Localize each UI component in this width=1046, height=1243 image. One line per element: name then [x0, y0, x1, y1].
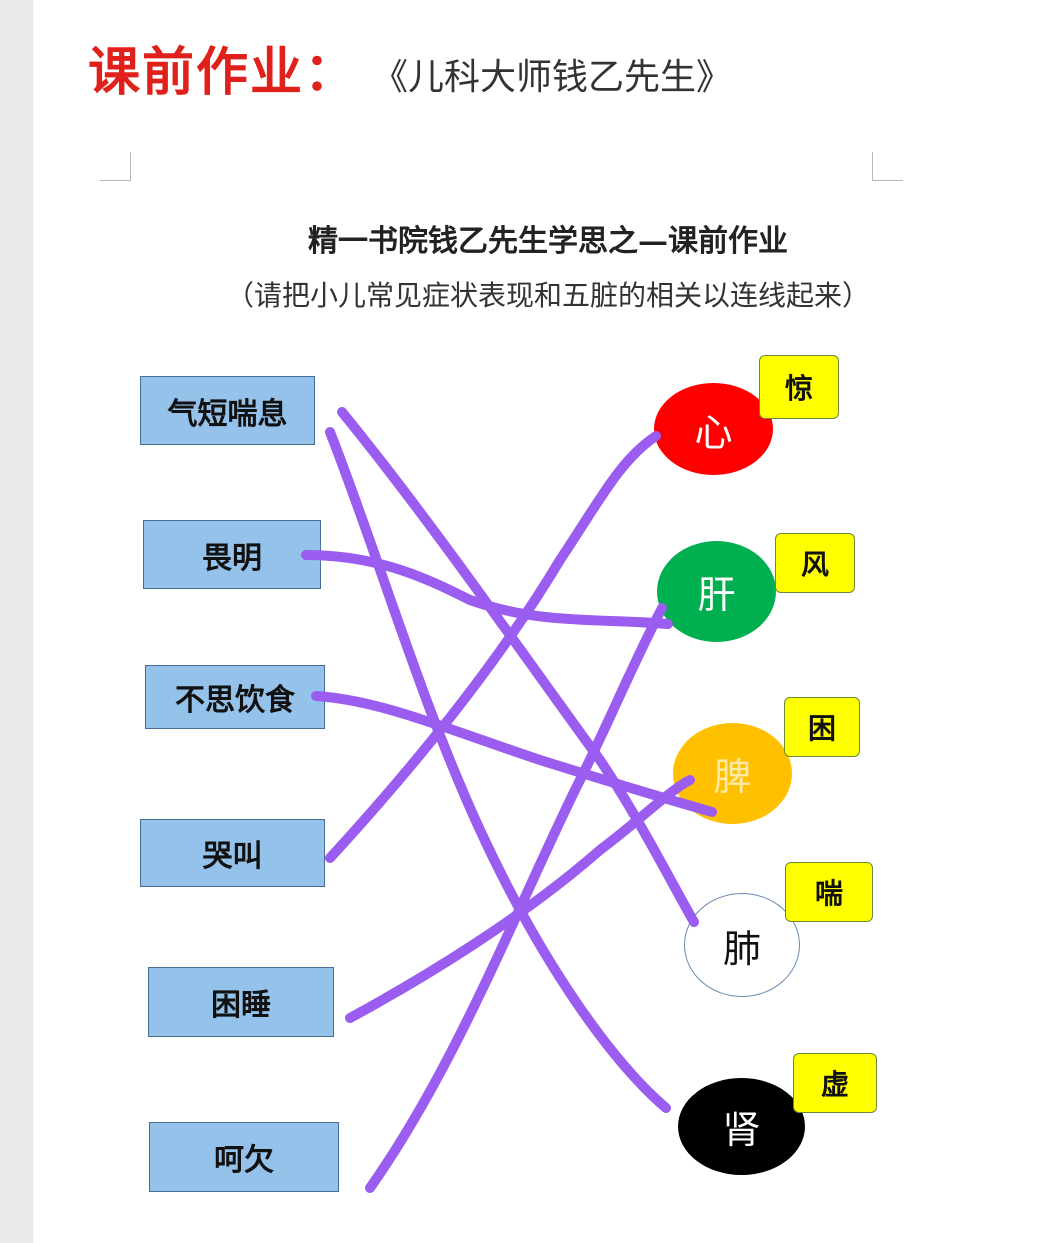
- document-page: [33, 0, 1046, 1243]
- tag-deficiency: 虚: [793, 1053, 877, 1113]
- crop-mark-left: [100, 152, 131, 181]
- tag-wind: 风: [775, 533, 855, 593]
- symptom-box-drowsiness[interactable]: 困睡: [148, 967, 334, 1037]
- organ-label: 肝: [697, 573, 736, 617]
- symptom-label: 畏明: [202, 540, 262, 576]
- organ-label: 心: [694, 410, 733, 455]
- homework-title: 课前作业：: [88, 43, 359, 103]
- symptom-box-photophobia[interactable]: 畏明: [143, 520, 321, 589]
- symptom-label: 不思饮食: [175, 683, 295, 718]
- symptom-box-yawning[interactable]: 呵欠: [149, 1122, 339, 1192]
- organ-circle-spleen[interactable]: 脾: [673, 723, 792, 824]
- tag-label: 喘: [814, 877, 843, 910]
- crop-mark-right: [872, 152, 903, 181]
- document-title: 精一书院钱乙先生学思之—课前作业: [308, 224, 788, 259]
- symptom-box-shortness-of-breath[interactable]: 气短喘息: [140, 376, 315, 445]
- organ-label: 脾: [713, 755, 752, 799]
- organ-label: 肾: [722, 1108, 761, 1152]
- symptom-label: 哭叫: [202, 839, 263, 874]
- tag-label: 虚: [820, 1068, 849, 1101]
- tag-label: 惊: [784, 372, 813, 405]
- book-title: 《儿科大师钱乙先生》: [372, 57, 733, 98]
- organ-circle-kidney[interactable]: 肾: [678, 1078, 805, 1175]
- symptom-label: 气短喘息: [167, 396, 288, 432]
- tag-panting: 喘: [785, 862, 873, 922]
- symptom-box-poor-appetite[interactable]: 不思饮食: [145, 665, 325, 729]
- symptom-box-crying[interactable]: 哭叫: [140, 819, 325, 887]
- tag-label: 困: [807, 712, 836, 745]
- tag-fright: 惊: [759, 355, 839, 419]
- document-subtitle: （请把小儿常见症状表现和五脏的相关以连线起来）: [225, 279, 870, 312]
- tag-sleepiness: 困: [784, 697, 860, 757]
- organ-circle-lung[interactable]: 肺: [684, 893, 800, 997]
- organ-circle-heart[interactable]: 心: [654, 383, 773, 475]
- organ-circle-liver[interactable]: 肝: [657, 541, 776, 642]
- symptom-label: 呵欠: [214, 1143, 274, 1178]
- symptom-label: 困睡: [211, 988, 271, 1023]
- organ-label: 肺: [722, 926, 761, 971]
- tag-label: 风: [800, 548, 829, 581]
